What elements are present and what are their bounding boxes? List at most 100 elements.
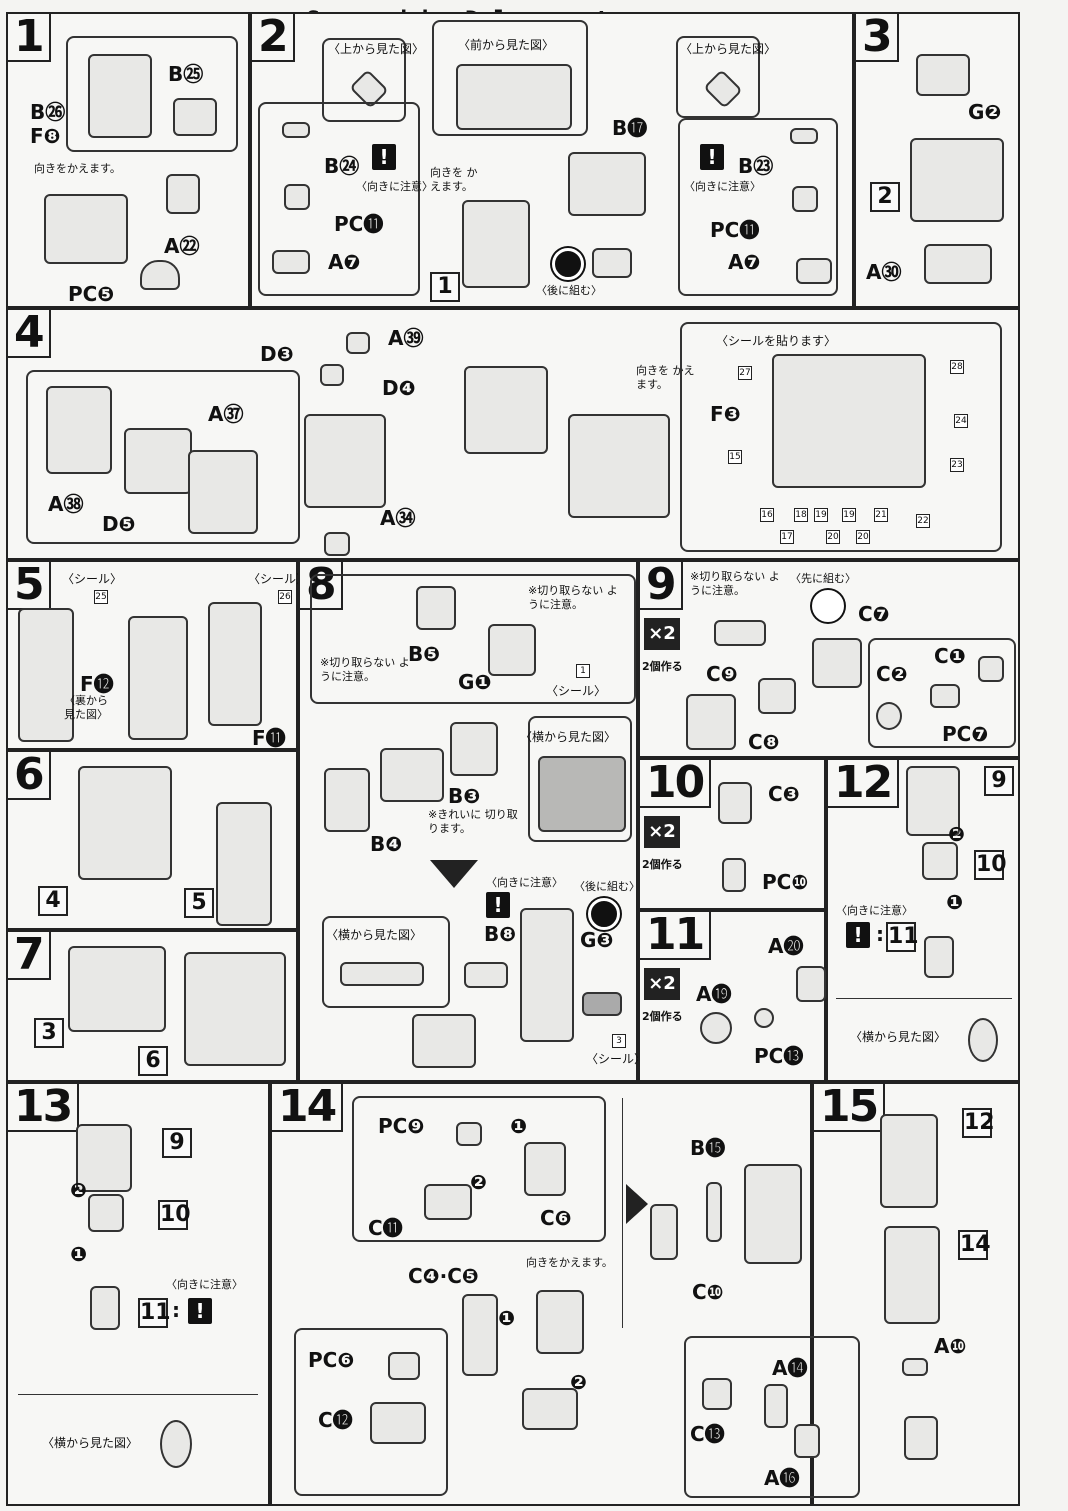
divider [836,998,1012,999]
small-joint [978,656,1004,682]
forearm [884,1226,940,1324]
step-number: 12 [828,760,900,808]
label-b17: B⓱ [612,116,648,140]
label-a16: A⓰ [764,1466,800,1490]
sticker-note: 〈シールを貼ります〉 [716,334,837,348]
side-piece [340,962,424,986]
antenna-part [173,98,217,136]
mark-1: ❶ [70,1242,87,1266]
side-view-joint [160,1420,192,1468]
sticker-num-27: 27 [738,366,752,380]
label-b23: B㉓ [738,154,774,178]
sticker-num-1: 1 [576,664,590,678]
thumb-part [794,1424,820,1458]
fin-part [568,414,670,518]
side-view-joint [968,1018,998,1062]
step-3-panel: 3 G❷ 2 A㉚ [854,12,1020,308]
sticker-num-3: 3 [612,1034,626,1048]
cut-note-2: ※切り取らない ように注意。 [320,656,410,683]
step-number: 14 [272,1084,344,1132]
top-view-left-box [322,38,406,122]
inner-sub-box [868,638,1016,748]
mark-1-top: ❶ [510,1114,527,1138]
label-a39: A㊴ [388,326,424,350]
warning-icon: ! [372,144,396,170]
make-two-badge: ×2 [644,968,680,1000]
direction-note: 〈向きに注意〉 [356,180,433,193]
label-a7-left: A❼ [328,250,361,274]
label-b15: B⓯ [690,1136,726,1160]
warning-icon: ! [188,1298,212,1324]
right-block [188,450,258,534]
top-view-left: 〈上から見た図〉 [328,42,425,56]
label-c10: C❿ [692,1280,724,1304]
direction-note-right: 〈向きに注意〉 [684,180,761,193]
step-number: 10 [640,760,712,808]
sticker-num-26: 26 [278,590,292,604]
joint-part [272,250,310,274]
long-arm [462,1294,498,1376]
pc-joint [284,184,310,210]
label-c9: C❾ [706,662,738,686]
helmet-part [416,586,456,630]
ref-9: 9 [162,1128,192,1158]
shield-part [686,694,736,750]
side-view-box-2 [322,916,450,1008]
first-assembly-icon [812,590,844,622]
step-10-panel: 10 ×2 2個作る C❸ PC❿ [638,758,826,910]
step-6-panel: 6 4 5 [6,750,298,930]
step-number: 6 [8,752,51,800]
frame-part [524,1142,566,1196]
sticker-note-right: 〈シール〉 [248,572,309,586]
label-c11: C⓫ [368,1216,403,1240]
dome-part [140,260,180,290]
head-assembled [412,1014,476,1068]
divider [18,1394,258,1395]
bracket-part [424,1184,472,1220]
label-f8: F❽ [30,124,61,148]
label-a7-right: A❼ [728,250,761,274]
label-pc9: PC❾ [378,1114,425,1138]
colon: : [876,922,884,946]
turn-note: 向きをかえます。 [526,1256,613,1269]
make-two-text: 2個作る [642,1010,683,1023]
frame-final [744,1164,802,1264]
label-c7: C❼ [858,602,890,626]
side-view: 〈横から見た図〉 [850,1030,947,1044]
arrow-right [626,1184,648,1224]
body-part [462,200,530,288]
label-c3: C❸ [768,782,800,806]
top-sub-box [352,1096,606,1242]
step-number: 5 [8,562,51,610]
label-b25: B㉕ [168,62,204,86]
top-view-right: 〈上から見た図〉 [680,42,777,56]
step-2-panel: 2 〈上から見た図〉 〈前から見た図〉 〈上から見た図〉 B㉔ ! 〈向きに注意… [250,12,854,308]
back-note: 〈後に組む〉 [574,880,640,893]
visor-part [464,962,508,988]
step-12-panel: 12 9 ❷ 10 ❶ 〈向きに注意〉 ! : 11 〈横から見た図〉 [826,758,1020,1082]
label-c2: C❷ [876,662,908,686]
arrow-down [430,860,478,888]
label-b26: B㉖ [30,100,66,124]
small-panel-right [790,128,818,144]
warning-icon: ! [486,892,510,918]
gray-piece [582,992,622,1016]
direction-note: 〈向きに注意〉 [166,1278,243,1291]
divider-vertical [622,1098,623,1328]
label-pc11-right: PC⓫ [710,218,760,242]
label-a37: A㊲ [208,402,244,426]
step-number: 7 [8,932,51,980]
chest-part [910,138,1004,222]
pc-piece [456,1122,482,1146]
joint-cube [758,678,796,714]
mark-2-top: ❷ [470,1170,487,1194]
label-b8: B❽ [484,922,517,946]
sticker-num-25: 25 [94,590,108,604]
make-two-text: 2個作る [642,858,683,871]
ball-part [700,1012,732,1044]
figure-part [166,174,200,214]
wing-unit [184,952,286,1066]
clip-part [714,620,766,646]
head-left [324,768,370,832]
label-d3: D❸ [260,342,294,366]
